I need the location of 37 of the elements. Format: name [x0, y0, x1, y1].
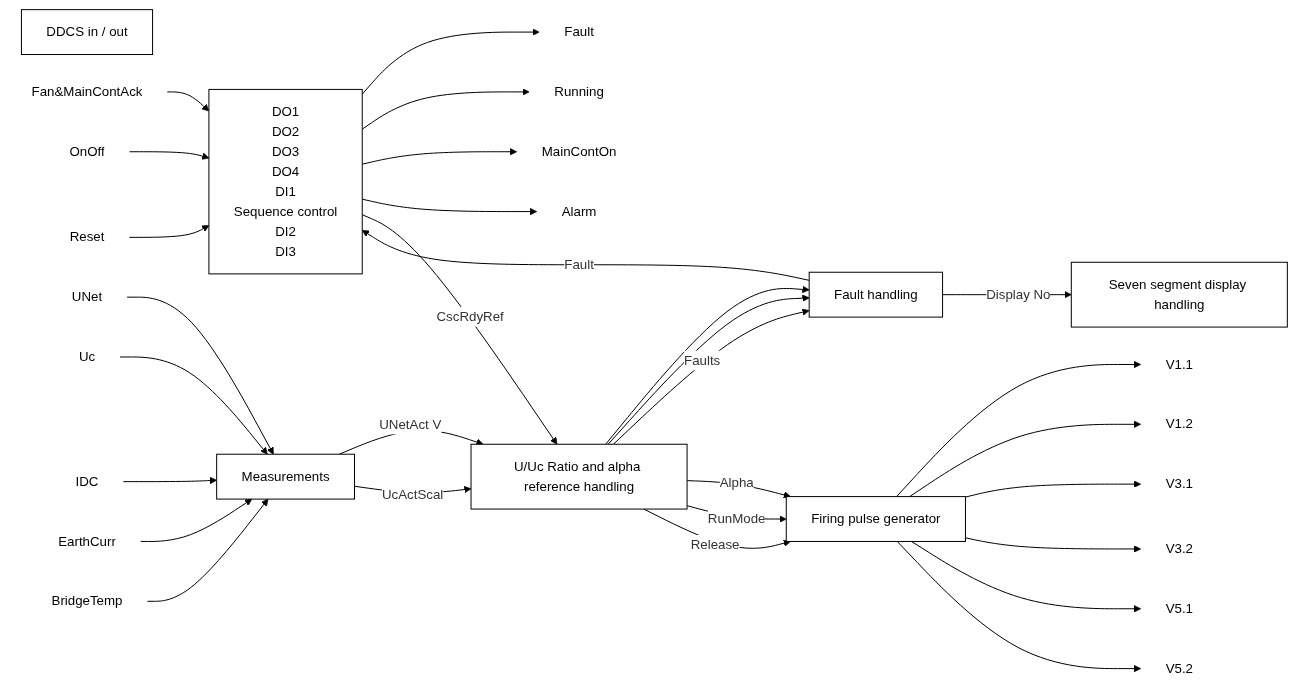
edge-label: Display No — [986, 286, 1051, 301]
arrow — [166, 91, 210, 112]
node-text: V1.1 — [1165, 356, 1193, 371]
edge-label: Alpha — [719, 474, 754, 489]
edge-label: RunMode — [707, 511, 766, 526]
node-text: Alarm — [561, 203, 597, 218]
edge-label: Faults — [684, 352, 721, 367]
node-text: Running — [554, 84, 604, 99]
node-box: DO1 DO2 DO3 DO4 DI1 Sequence control DI2 DI3 — [208, 88, 363, 275]
node-text: Fan&MainContAck — [31, 84, 143, 99]
node-box: Measurements — [216, 453, 355, 500]
node-text: Reset — [69, 229, 105, 244]
node-text: IDC — [75, 473, 99, 488]
node-text: V3.2 — [1165, 541, 1193, 556]
node-box: U/Uc Ratio and alpha reference handling — [470, 443, 688, 510]
node-text: MainContOn — [541, 143, 617, 159]
node-text: V5.1 — [1165, 600, 1193, 616]
arrow — [146, 498, 269, 602]
node-text: UNet — [71, 289, 103, 304]
edge-label: Release — [690, 536, 740, 552]
node-box: Seven segment display handling — [1070, 261, 1288, 328]
arrow — [911, 540, 1142, 613]
node-box: Fault handling — [808, 271, 944, 318]
edge-label: Fault — [564, 256, 594, 272]
node-text: EarthCurr — [58, 533, 116, 548]
node-text: V1.2 — [1165, 416, 1193, 431]
node-text: V5.2 — [1165, 660, 1193, 675]
node-text: BridgeTemp — [51, 593, 123, 608]
node-text: V3.1 — [1165, 476, 1193, 491]
node-box: DDCS in / out — [20, 8, 154, 55]
edge-label: UNetAct V — [379, 416, 442, 431]
node-box: Firing pulse generator — [785, 495, 966, 542]
node-text: Fault — [564, 24, 594, 39]
edge-label: UcActScal — [382, 486, 444, 501]
node-text: Uc — [78, 349, 96, 364]
node-text: OnOff — [69, 143, 105, 159]
edge-label: CscRdyRef — [436, 308, 504, 324]
